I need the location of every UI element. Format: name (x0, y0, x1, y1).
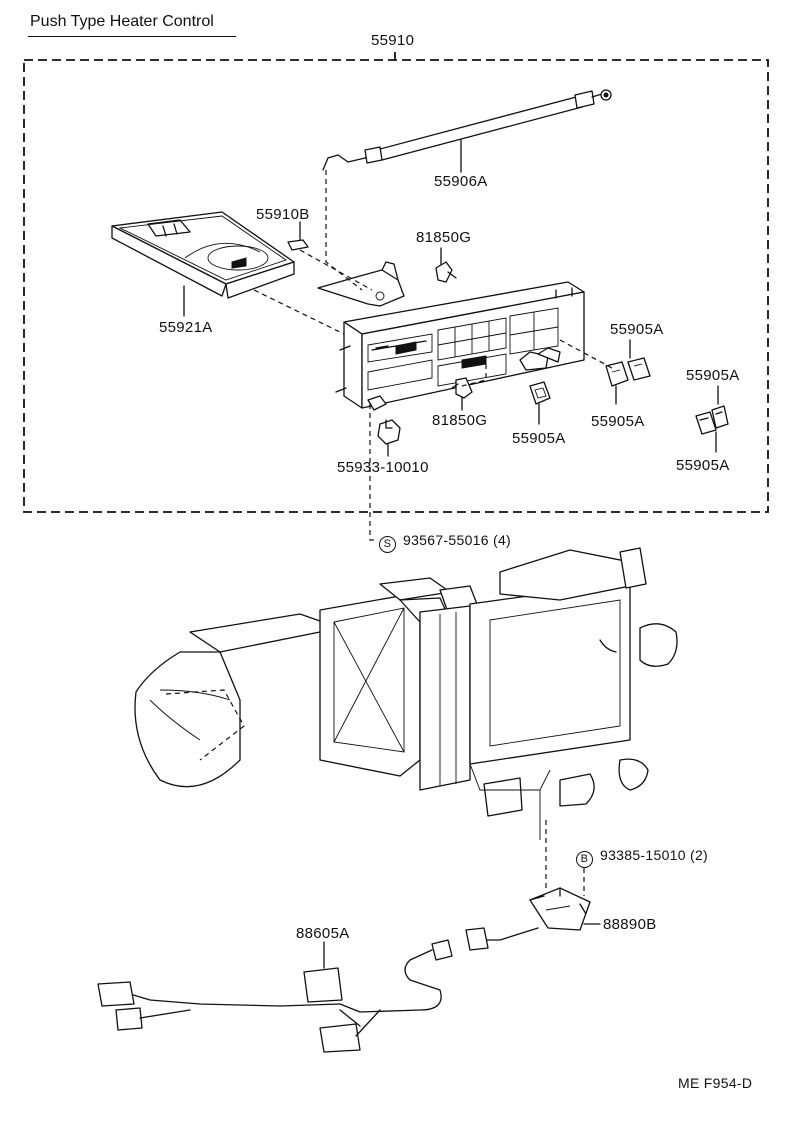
label-knob-lower-far-right: 55905A (676, 457, 730, 474)
knob-center (529, 381, 551, 405)
heater-unit (134, 547, 678, 840)
label-knob-mid-right: 55905A (591, 413, 645, 430)
knob-pair-far-right (695, 405, 729, 435)
label-screw: S 93567-55016 (4) (379, 533, 511, 553)
label-bolt: B 93385-15010 (2) (576, 848, 708, 868)
label-bulb-bottom: 81850G (432, 412, 488, 429)
knob-pair-mid-right (605, 357, 651, 387)
title-underline (28, 36, 236, 37)
bolt-symbol: B (576, 851, 593, 868)
label-cable: 55906A (434, 173, 488, 190)
small-part-55910B (287, 239, 309, 251)
control-unit-body (335, 281, 585, 411)
label-screw-text: 93567-55016 (4) (403, 532, 512, 548)
face-panel (111, 211, 295, 299)
mounting-bracket (317, 261, 405, 307)
label-bracket-part: 55910B (256, 206, 310, 223)
label-knob-center: 55905A (512, 430, 566, 447)
wire-harness (97, 927, 539, 1053)
diagram-title: Push Type Heater Control (30, 13, 214, 30)
screw-symbol: S (379, 536, 396, 553)
label-clip: 55933-10010 (337, 459, 429, 476)
control-cable (322, 89, 612, 171)
label-resistor: 88890B (603, 916, 657, 933)
bulb-bottom (451, 377, 473, 399)
leader-lines-lower (323, 820, 601, 969)
diagram-code: ME F954-D (678, 1075, 753, 1091)
leader-lines-assembly (183, 139, 719, 541)
label-assembly: 55910 (371, 32, 415, 49)
clip (377, 419, 401, 445)
label-bulb-top: 81850G (416, 229, 472, 246)
label-knob-top-right: 55905A (610, 321, 664, 338)
assembly-boundary-box (23, 52, 769, 513)
label-bolt-text: 93385-15010 (2) (600, 847, 709, 863)
label-harness: 88605A (296, 925, 350, 942)
label-panel: 55921A (159, 319, 213, 336)
label-knob-far-right: 55905A (686, 367, 740, 384)
bulb-top (435, 261, 457, 283)
blower-resistor (529, 887, 591, 931)
